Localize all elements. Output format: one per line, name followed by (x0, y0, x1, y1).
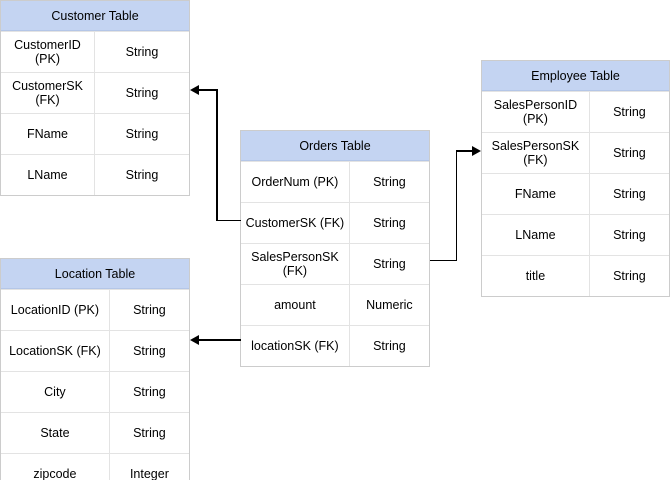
field-type: Numeric (366, 297, 413, 312)
field-name: LName (482, 215, 590, 255)
table-row[interactable]: LocationSK (FK) String (1, 330, 189, 371)
field-name: SalesPersonSK (FK) (241, 244, 350, 284)
connector-segment (198, 339, 241, 341)
table-row[interactable]: locationSK (FK) String (241, 325, 429, 366)
table-row[interactable]: LocationID (PK) String (1, 289, 189, 330)
connector-segment (216, 89, 218, 220)
table-row[interactable]: FName String (482, 173, 669, 214)
table-row[interactable]: FName String (1, 113, 189, 154)
field-name: LName (1, 155, 95, 195)
entity-table-employee[interactable]: Employee Table SalesPersonID (PK) String… (481, 60, 670, 297)
field-name: LocationID (PK) (1, 290, 110, 330)
connector-segment (455, 150, 474, 152)
field-type: String (373, 174, 406, 189)
table-row[interactable]: LName String (1, 154, 189, 195)
entity-table-orders[interactable]: Orders Table OrderNum (PK) String Custom… (240, 130, 430, 367)
field-name: FName (482, 174, 590, 214)
field-type: Integer (129, 466, 169, 480)
field-name: CustomerSK (FK) (1, 73, 95, 113)
entity-table-customer[interactable]: Customer Table CustomerID (PK) String Cu… (0, 0, 190, 196)
connector-segment (216, 219, 241, 222)
connector-segment (198, 89, 217, 91)
field-name: OrderNum (PK) (241, 162, 350, 202)
field-type: String (125, 126, 159, 141)
field-type: String (613, 104, 646, 119)
field-name: locationSK (FK) (241, 326, 350, 366)
table-row[interactable]: CustomerID (PK) String (1, 31, 189, 72)
field-name: State (1, 413, 110, 453)
entity-table-location[interactable]: Location Table LocationID (PK) String Lo… (0, 258, 190, 480)
field-type: String (373, 256, 406, 271)
table-title-employee: Employee Table (482, 61, 669, 91)
table-row[interactable]: SalesPersonSK (FK) String (482, 132, 669, 173)
connector-segment (430, 259, 457, 262)
arrowhead-right-icon (472, 146, 481, 156)
table-row[interactable]: OrderNum (PK) String (241, 161, 429, 202)
field-type: String (613, 186, 646, 201)
table-row[interactable]: City String (1, 371, 189, 412)
field-type: String (133, 384, 166, 399)
field-type: String (373, 338, 406, 353)
field-name: SalesPersonSK (FK) (482, 133, 590, 173)
table-row[interactable]: zipcode Integer (1, 453, 189, 480)
field-name: City (1, 372, 110, 412)
arrowhead-left-icon (190, 335, 199, 345)
field-type: String (125, 85, 159, 100)
field-type: String (613, 268, 646, 283)
field-name: LocationSK (FK) (1, 331, 110, 371)
table-row[interactable]: CustomerSK (FK) String (241, 202, 429, 243)
field-name: CustomerID (PK) (1, 32, 95, 72)
field-type: String (125, 44, 159, 59)
field-name: SalesPersonID (PK) (482, 92, 590, 132)
field-type: String (613, 227, 646, 242)
connector-segment (455, 150, 458, 260)
field-name: zipcode (1, 454, 110, 480)
table-row[interactable]: State String (1, 412, 189, 453)
table-title-location: Location Table (1, 259, 189, 289)
field-name: title (482, 256, 590, 296)
field-type: String (133, 302, 166, 317)
arrowhead-left-icon (190, 85, 199, 95)
table-row[interactable]: title String (482, 255, 669, 296)
field-name: CustomerSK (FK) (241, 203, 350, 243)
field-type: String (133, 343, 166, 358)
table-title-orders: Orders Table (241, 131, 429, 161)
table-row[interactable]: SalesPersonSK (FK) String (241, 243, 429, 284)
field-type: String (373, 215, 406, 230)
field-name: amount (241, 285, 350, 325)
field-type: String (613, 145, 646, 160)
table-row[interactable]: CustomerSK (FK) String (1, 72, 189, 113)
table-row[interactable]: LName String (482, 214, 669, 255)
table-row[interactable]: amount Numeric (241, 284, 429, 325)
table-row[interactable]: SalesPersonID (PK) String (482, 91, 669, 132)
table-title-customer: Customer Table (1, 1, 189, 31)
field-type: String (133, 425, 166, 440)
field-type: String (125, 167, 159, 182)
field-name: FName (1, 114, 95, 154)
